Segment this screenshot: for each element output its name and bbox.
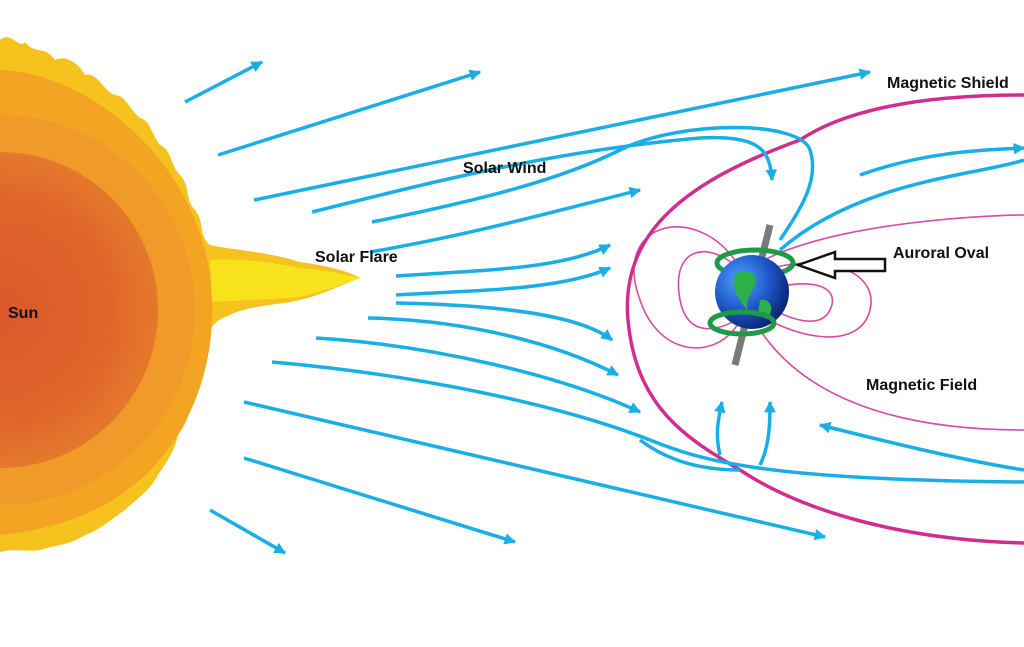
label-auroral-oval: Auroral Oval: [893, 245, 990, 262]
sun-icon: [0, 37, 360, 553]
earth-icon: [707, 224, 796, 366]
auroral-oval-south: [707, 309, 777, 337]
label-solar-wind: Solar Wind: [463, 160, 547, 177]
magnetic-shield-line: [625, 93, 1024, 545]
magnetic-field-lines: [633, 214, 1024, 431]
solar-wind-curves: [271, 125, 1024, 484]
solar-flare-tongue: [210, 259, 360, 302]
label-magnetic-shield: Magnetic Shield: [887, 75, 1009, 92]
solar-wind-arrows: [184, 60, 872, 555]
label-sun: Sun: [8, 305, 39, 322]
arrow-left-icon: [794, 250, 887, 280]
label-solar-flare: Solar Flare: [315, 249, 398, 266]
label-magnetic-field: Magnetic Field: [866, 377, 978, 394]
